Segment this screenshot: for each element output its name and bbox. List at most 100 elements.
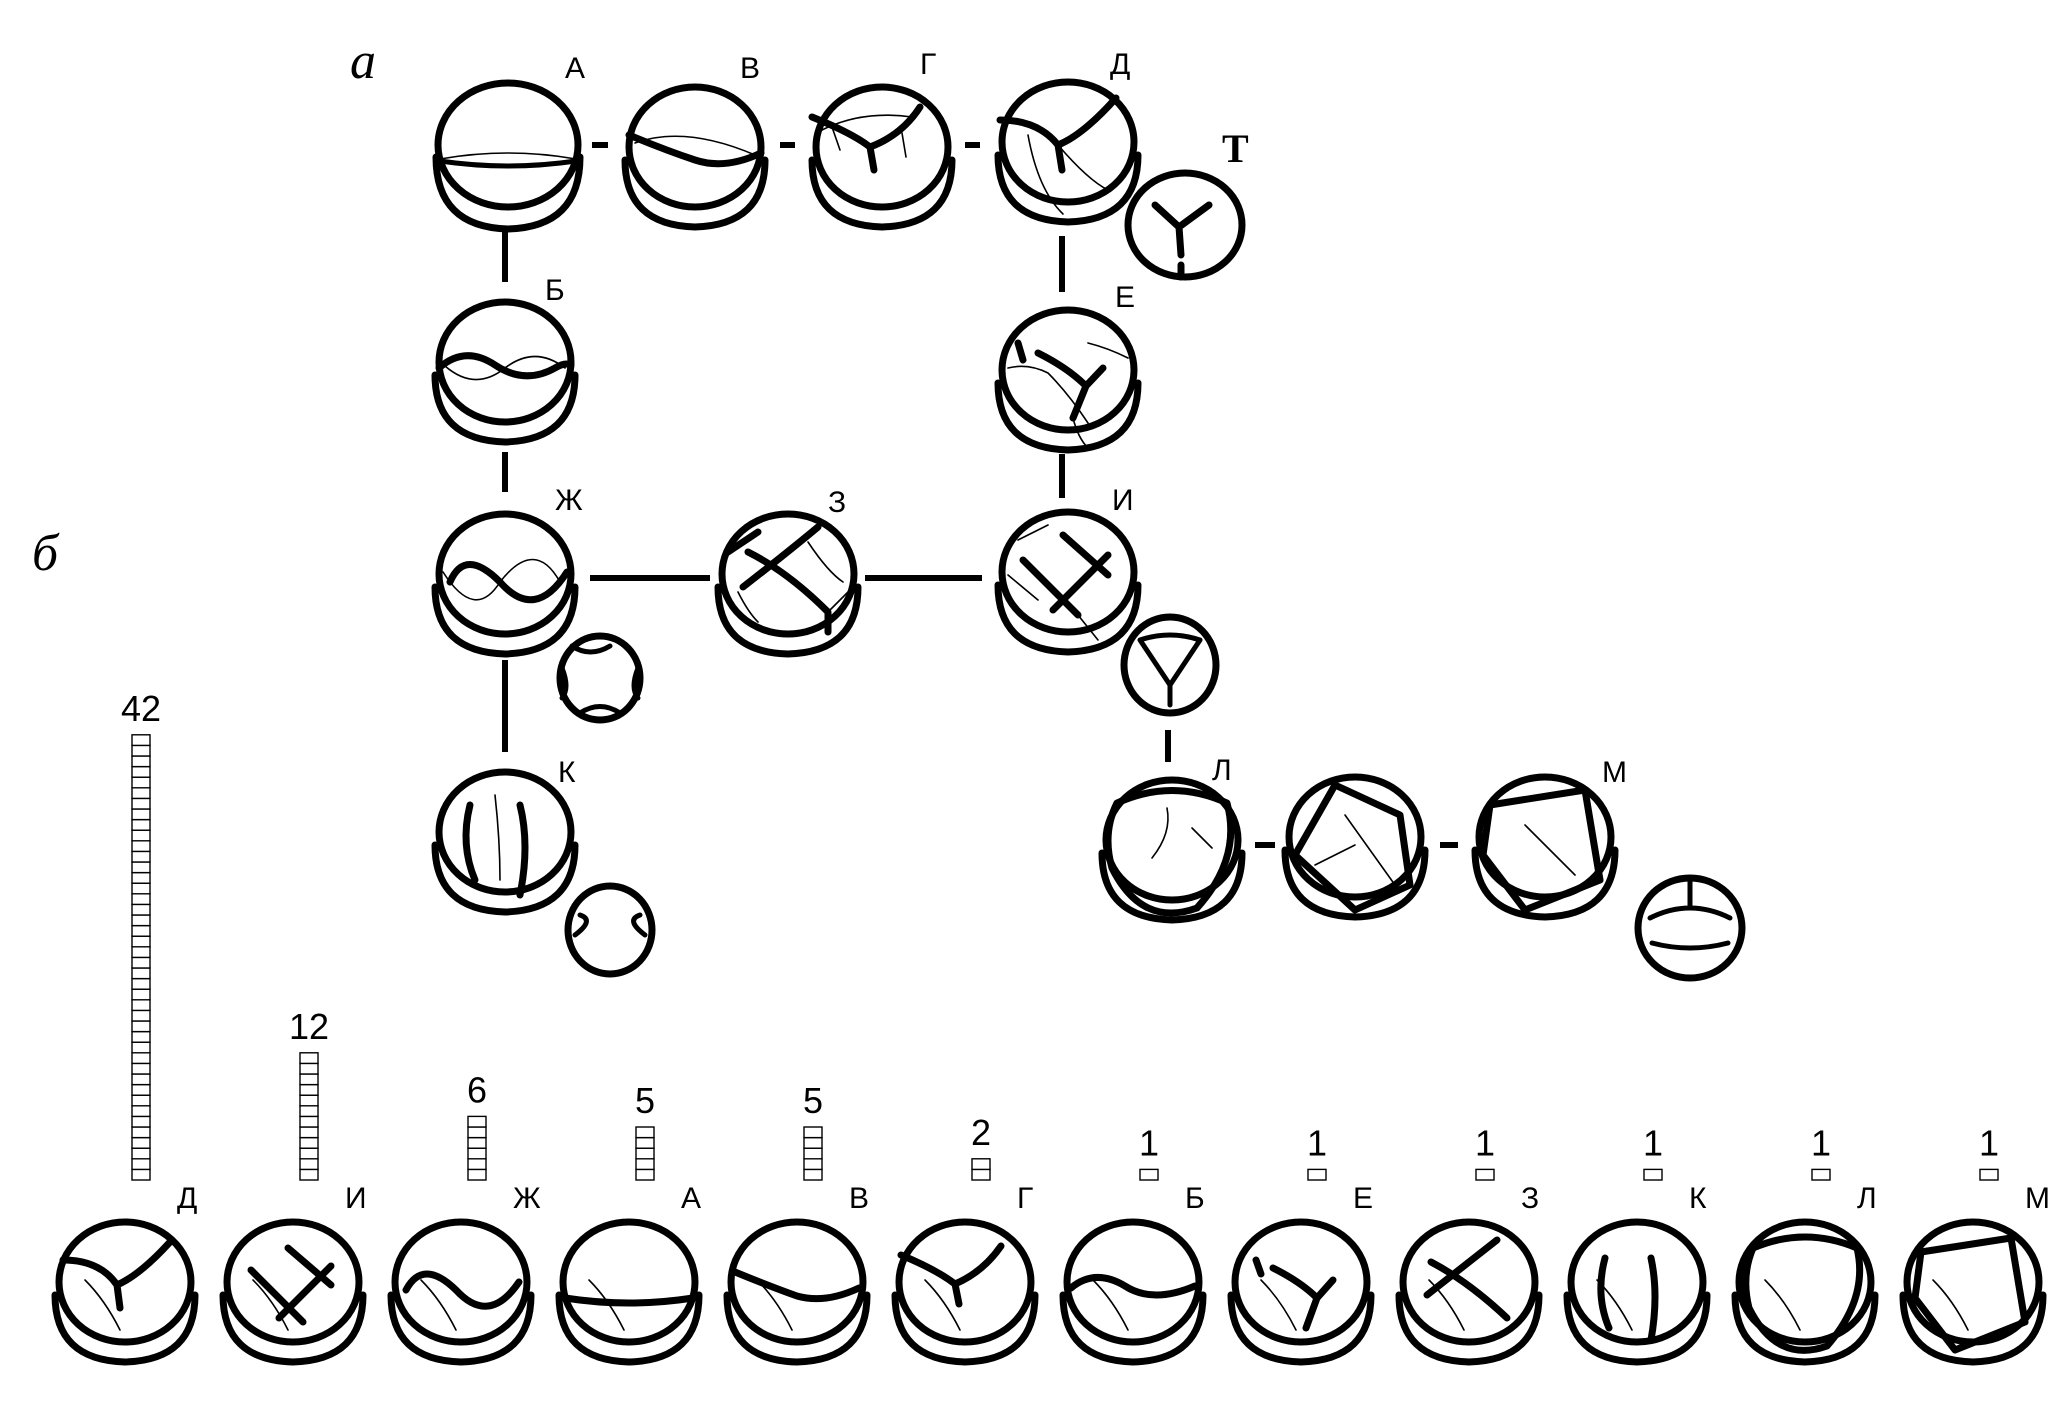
bar-cell — [635, 1158, 655, 1171]
bar-cell — [1643, 1168, 1663, 1181]
bar-cell — [803, 1136, 823, 1149]
bar-cell — [131, 861, 151, 874]
bar-cell — [131, 744, 151, 757]
category-grain-icon — [1063, 1222, 1203, 1362]
grain-M — [1475, 777, 1615, 917]
bar-value-label: 5 — [803, 1080, 823, 1121]
grain-G — [808, 87, 952, 227]
bar-cell — [131, 734, 151, 747]
bar-cell — [1475, 1168, 1495, 1181]
bar-cell — [131, 818, 151, 831]
category-grain-icon — [223, 1222, 363, 1362]
bar-cell — [1979, 1168, 1999, 1181]
bar-value-label: 5 — [635, 1080, 655, 1121]
bar-cell — [467, 1136, 487, 1149]
bar-cell — [131, 755, 151, 768]
grain-LM-intermediate — [1285, 777, 1425, 917]
bar-cell — [131, 914, 151, 927]
category-grain-icon — [1903, 1222, 2043, 1362]
grain-Zh-polar — [556, 632, 644, 724]
bar-cell — [131, 1020, 151, 1033]
bar-value-label: 12 — [289, 1006, 329, 1047]
bar-cell — [131, 808, 151, 821]
bar-cell — [467, 1168, 487, 1181]
bar-cell — [131, 967, 151, 980]
grain-I — [998, 512, 1138, 652]
bar-cell — [131, 1062, 151, 1075]
bar-cell — [131, 1105, 151, 1118]
bar-cell — [299, 1073, 319, 1086]
bar-cell — [131, 1136, 151, 1149]
bar-cell — [1307, 1168, 1327, 1181]
bar-cell — [131, 1052, 151, 1065]
bar-cell — [131, 850, 151, 863]
grain-Zh — [435, 514, 575, 654]
bar-cell — [131, 924, 151, 937]
grain-L — [1102, 780, 1242, 920]
node-label-Zh: Ж — [555, 484, 583, 517]
grain-T — [1124, 169, 1246, 281]
category-label: Б — [1185, 1182, 1205, 1215]
node-label-Z: З — [828, 486, 846, 519]
bar-cell — [131, 1041, 151, 1054]
grain-V — [625, 87, 765, 227]
category-grain-icon — [1231, 1222, 1371, 1362]
bar-cell — [299, 1062, 319, 1075]
node-label-D: Д — [1110, 48, 1130, 81]
bar-cell — [635, 1136, 655, 1149]
bar-cell — [131, 1126, 151, 1139]
bar-cell — [635, 1126, 655, 1139]
grain-B — [435, 302, 575, 442]
node-label-B: Б — [545, 274, 565, 307]
node-label-I: И — [1112, 484, 1134, 517]
category-label: К — [1689, 1182, 1707, 1215]
bar-cell — [467, 1126, 487, 1139]
bar-cell — [299, 1115, 319, 1128]
bar-cell — [299, 1126, 319, 1139]
node-label-G: Г — [920, 48, 936, 81]
bar-cell — [467, 1115, 487, 1128]
bar-cell — [131, 893, 151, 906]
panel-label-b: б — [32, 525, 60, 582]
grain-K-polar — [564, 882, 656, 978]
bar-value-label: 6 — [467, 1069, 487, 1110]
bar-cell — [131, 956, 151, 969]
category-grain-icon — [1567, 1222, 1707, 1362]
bar-cell — [971, 1158, 991, 1171]
bar-value-label: 1 — [1307, 1122, 1327, 1163]
bar-cell — [131, 1094, 151, 1107]
bar-value-label: 2 — [971, 1112, 991, 1153]
bar-cell — [131, 840, 151, 853]
category-grain-icon — [391, 1222, 531, 1362]
bar-value-label: 42 — [121, 688, 161, 729]
bar-cell — [467, 1158, 487, 1171]
bar-cell — [131, 1147, 151, 1160]
bar-cell — [131, 797, 151, 810]
category-grain-icon — [1735, 1222, 1875, 1362]
bar-cell — [299, 1105, 319, 1118]
bar-cell — [803, 1168, 823, 1181]
grain-D — [998, 82, 1138, 222]
bar-cell — [467, 1147, 487, 1160]
bar-cell — [299, 1052, 319, 1065]
category-label: А — [681, 1182, 701, 1215]
category-label: Д — [177, 1182, 197, 1215]
grain-I-polar — [1120, 613, 1220, 717]
node-label-M: М — [1602, 756, 1627, 789]
bar-cell — [131, 935, 151, 948]
bar-cell — [299, 1136, 319, 1149]
bar-cell — [131, 829, 151, 842]
bar-cell — [131, 776, 151, 789]
diagram-links — [502, 142, 1458, 848]
bar-cell — [131, 946, 151, 959]
category-grain-icon — [55, 1222, 195, 1362]
bar-cell — [131, 1168, 151, 1181]
bar-cell — [299, 1147, 319, 1160]
category-label: Л — [1857, 1182, 1877, 1215]
bar-value-label: 1 — [1139, 1122, 1159, 1163]
category-label: И — [345, 1182, 367, 1215]
bar-cell — [131, 977, 151, 990]
bar-cell — [131, 1115, 151, 1128]
bar-cell — [131, 999, 151, 1012]
